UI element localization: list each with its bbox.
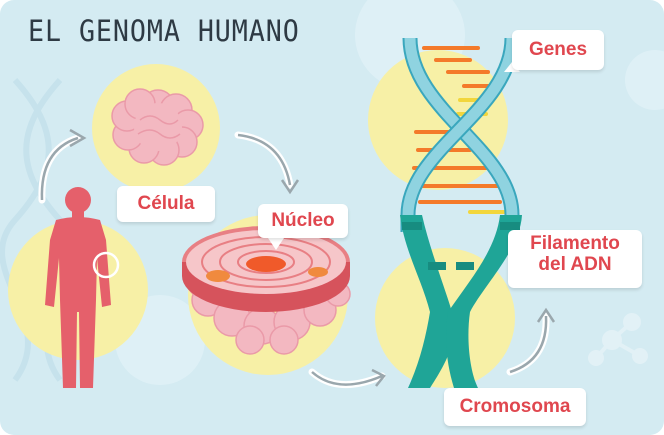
page-title: EL GENOMA HUMANO <box>28 14 300 48</box>
filamento-label-line1: Filamento <box>508 234 642 255</box>
genes-label: Genes <box>512 30 604 70</box>
celula-label: Célula <box>117 186 215 222</box>
nucleo-label: Núcleo <box>258 204 348 238</box>
background-bubble <box>625 50 664 110</box>
filamento-del-adn-label: Filamento del ADN <box>508 230 642 288</box>
filamento-label-line2: del ADN <box>508 255 642 276</box>
cromosoma-label: Cromosoma <box>444 388 586 426</box>
background-molecule-decoration <box>590 315 646 364</box>
arrow-cell-to-nucleus-outline <box>238 135 290 185</box>
